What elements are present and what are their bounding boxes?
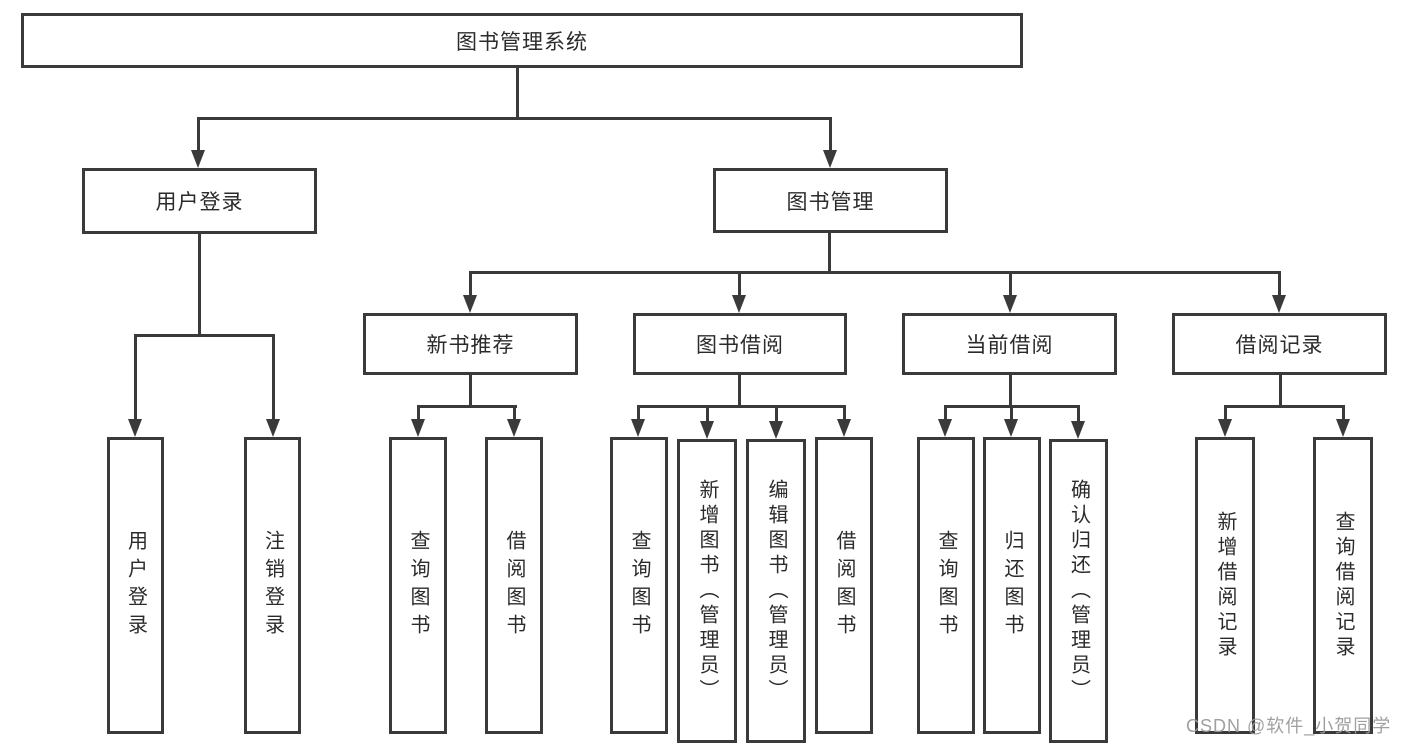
leaf-return-book: 归还图书 xyxy=(983,437,1041,734)
leaf-borrow-books-borrow: 借阅图书 xyxy=(815,437,873,734)
leaf-return-book-label: 归还图书 xyxy=(1001,529,1023,642)
leaf-user-login: 用户登录 xyxy=(107,437,164,734)
leaf-query-books-current: 查询图书 xyxy=(917,437,975,734)
connector-line xyxy=(417,405,420,421)
connector-line xyxy=(1077,405,1080,421)
leaf-add-book-admin: 新增图书（管理员） xyxy=(677,439,737,743)
connector-line xyxy=(1342,405,1345,421)
leaf-edit-book-admin: 编辑图书（管理员） xyxy=(746,439,806,743)
connector-line xyxy=(1009,375,1012,408)
leaf-borrow-books-recommend: 借阅图书 xyxy=(485,437,543,734)
node-user-login: 用户登录 xyxy=(82,168,317,234)
node-book-borrow: 图书借阅 xyxy=(633,313,847,375)
leaf-query-borrow-record-label: 查询借阅记录 xyxy=(1332,510,1354,661)
connector-line xyxy=(272,334,275,420)
leaf-query-books-borrow-label: 查询图书 xyxy=(628,529,650,642)
connector-line xyxy=(637,405,846,408)
arrow-down-icon xyxy=(938,419,952,437)
leaf-query-books-borrow: 查询图书 xyxy=(610,437,668,734)
node-library-system: 图书管理系统 xyxy=(21,13,1023,68)
connector-line xyxy=(944,405,947,421)
connector-line xyxy=(637,405,640,421)
arrow-down-icon xyxy=(266,419,280,437)
connector-line xyxy=(197,117,832,120)
connector-line xyxy=(828,233,831,274)
connector-line xyxy=(829,117,832,153)
connector-line xyxy=(1278,271,1281,298)
csdn-watermark: CSDN @软件_小贺同学 xyxy=(1186,716,1392,736)
arrow-down-icon xyxy=(507,419,521,437)
connector-line xyxy=(134,334,275,337)
node-book-management-label: 图书管理 xyxy=(786,190,875,214)
arrow-down-icon xyxy=(837,419,851,437)
node-borrow-records: 借阅记录 xyxy=(1172,313,1387,375)
arrow-down-icon xyxy=(1003,295,1017,313)
connector-line xyxy=(1009,271,1012,298)
connector-line xyxy=(1224,405,1227,421)
connector-line xyxy=(197,117,200,153)
connector-line xyxy=(1010,405,1013,421)
arrow-down-icon xyxy=(463,295,477,313)
node-borrow-records-label: 借阅记录 xyxy=(1235,334,1324,357)
connector-line xyxy=(469,271,1281,274)
connector-line xyxy=(738,271,741,298)
connector-line xyxy=(843,405,846,421)
arrow-down-icon xyxy=(1336,419,1350,437)
node-library-system-label: 图书管理系统 xyxy=(456,30,588,54)
arrow-down-icon xyxy=(769,421,783,439)
arrow-down-icon xyxy=(823,150,837,168)
connector-line xyxy=(1224,405,1345,408)
leaf-borrow-books-borrow-label: 借阅图书 xyxy=(833,529,855,642)
connector-line xyxy=(706,405,709,421)
leaf-logout: 注销登录 xyxy=(244,437,301,734)
leaf-query-books-current-label: 查询图书 xyxy=(935,529,957,642)
node-current-borrow-label: 当前借阅 xyxy=(965,334,1054,357)
node-new-book-recommend: 新书推荐 xyxy=(363,313,578,375)
leaf-user-login-label: 用户登录 xyxy=(124,529,147,642)
leaf-add-borrow-record: 新增借阅记录 xyxy=(1195,437,1255,734)
leaf-query-books-recommend: 查询图书 xyxy=(389,437,447,734)
leaf-confirm-return-admin-label: 确认归还（管理员） xyxy=(1067,478,1090,704)
node-book-management: 图书管理 xyxy=(713,168,948,233)
arrow-down-icon xyxy=(700,421,714,439)
arrow-down-icon xyxy=(631,419,645,437)
leaf-borrow-books-recommend-label: 借阅图书 xyxy=(503,529,525,642)
leaf-edit-book-admin-label: 编辑图书（管理员） xyxy=(765,478,787,704)
connector-line xyxy=(469,375,472,408)
connector-line xyxy=(469,271,472,298)
connector-line xyxy=(1279,375,1282,408)
node-current-borrow: 当前借阅 xyxy=(902,313,1117,375)
arrow-down-icon xyxy=(732,295,746,313)
leaf-logout-label: 注销登录 xyxy=(261,529,284,642)
node-book-borrow-label: 图书借阅 xyxy=(696,334,784,357)
leaf-confirm-return-admin: 确认归还（管理员） xyxy=(1049,439,1108,743)
connector-line xyxy=(516,68,519,119)
arrow-down-icon xyxy=(411,419,425,437)
node-new-book-recommend-label: 新书推荐 xyxy=(426,334,515,357)
connector-line xyxy=(738,375,741,408)
connector-line xyxy=(513,405,516,421)
connector-line xyxy=(417,405,517,408)
leaf-add-book-admin-label: 新增图书（管理员） xyxy=(696,478,718,704)
arrow-down-icon xyxy=(1071,421,1085,439)
connector-line xyxy=(134,334,137,420)
leaf-query-books-recommend-label: 查询图书 xyxy=(407,529,429,642)
arrow-down-icon xyxy=(191,150,205,168)
connector-line xyxy=(775,405,778,421)
arrow-down-icon xyxy=(128,419,142,437)
connector-line xyxy=(198,234,201,336)
leaf-query-borrow-record: 查询借阅记录 xyxy=(1313,437,1373,734)
arrow-down-icon xyxy=(1272,295,1286,313)
arrow-down-icon xyxy=(1004,419,1018,437)
leaf-add-borrow-record-label: 新增借阅记录 xyxy=(1214,510,1236,661)
arrow-down-icon xyxy=(1218,419,1232,437)
node-user-login-label: 用户登录 xyxy=(155,191,244,214)
